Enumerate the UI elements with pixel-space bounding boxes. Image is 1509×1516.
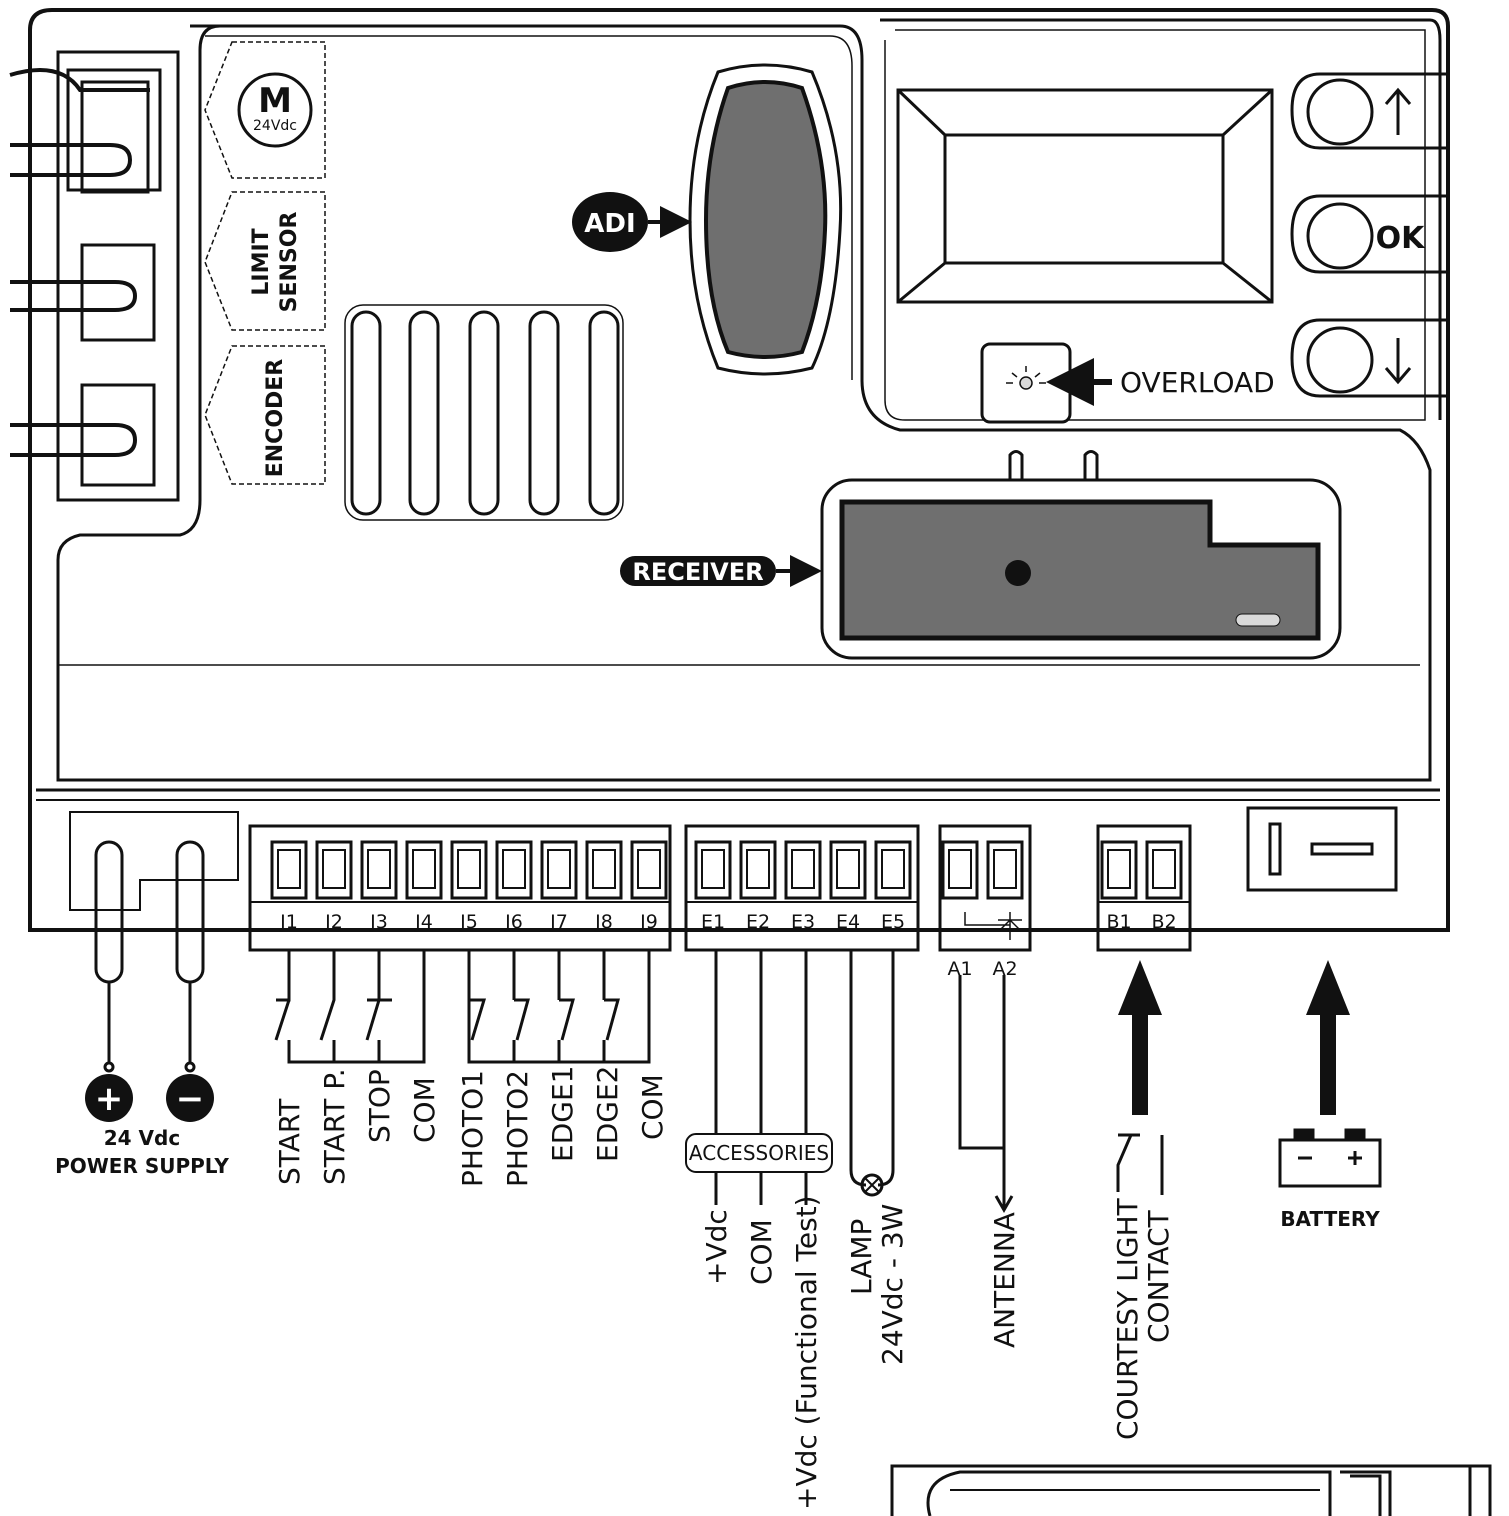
terminal-e3: E3: [784, 840, 822, 933]
terminal-block-j: J1 J2 J3 J4 J5 J6 J7 J8 J9: [248, 824, 672, 952]
motor-label: M: [258, 81, 292, 121]
terminal-j8: J8: [585, 840, 623, 933]
encoder-label: ENCODER: [263, 359, 288, 478]
label-lamp-spec: 24Vdc - 3W: [876, 1204, 909, 1365]
adi-label: ADI: [584, 209, 635, 239]
motor-module: M 24Vdc: [204, 41, 326, 179]
terminal-label: E3: [791, 911, 815, 933]
motor-voltage: 24Vdc: [253, 118, 297, 134]
label-com-3: COM: [745, 1219, 778, 1285]
terminal-j6: J6: [495, 840, 533, 933]
terminal-j7: J7: [540, 840, 578, 933]
label-vdc: +Vdc: [700, 1209, 733, 1285]
terminal-label: E1: [701, 911, 725, 933]
terminal-e5: E5: [874, 840, 912, 933]
terminal-label: J4: [414, 911, 433, 933]
accessories-label: ACCESSORIES: [689, 1141, 829, 1165]
terminal-j1: J1: [270, 840, 308, 933]
lcd-display: [896, 88, 1274, 304]
board-housing: [28, 8, 1450, 932]
arrow-up-icon: [1384, 87, 1412, 135]
overload-led: OVERLOAD: [980, 342, 1275, 424]
terminal-j3: J3: [360, 840, 398, 933]
terminal-j4: J4: [405, 840, 443, 933]
terminal-a2: A2: [986, 840, 1024, 980]
terminal-a1: A1: [941, 840, 979, 980]
button-up[interactable]: [1290, 72, 1448, 150]
terminal-j2: J2: [315, 840, 353, 933]
secondary-board-partial: [890, 1464, 1492, 1516]
terminal-label: J1: [279, 911, 298, 933]
terminal-label: E2: [746, 911, 770, 933]
terminal-block-a: A1 A2: [938, 824, 1032, 980]
terminal-label: J3: [369, 911, 388, 933]
label-edge1: EDGE1: [546, 1066, 579, 1162]
wiring: [274, 950, 1382, 1214]
battery-arrow-icon: [1306, 960, 1350, 1115]
power-supply-label: POWER SUPPLY: [55, 1154, 229, 1178]
terminal-label: E4: [836, 911, 860, 933]
label-lamp: LAMP: [845, 1219, 878, 1295]
terminal-label: J9: [639, 911, 658, 933]
receiver-module: RECEIVER: [620, 450, 1342, 660]
battery-connector: [1246, 806, 1398, 892]
power-connector: [69, 811, 239, 1073]
accessories-box: ACCESSORIES: [685, 1133, 833, 1173]
label-contact: CONTACT: [1142, 1209, 1175, 1343]
button-ok[interactable]: OK: [1290, 194, 1448, 274]
wire-labels: START START P. STOP COM PHOTO1 PHOTO2 ED…: [273, 1066, 1380, 1510]
terminal-j9: J9: [630, 840, 668, 933]
antenna-symbol-icon: [964, 912, 1022, 940]
power-plus-terminal: +: [85, 1074, 133, 1122]
terminal-block-b: B1 B2: [1096, 824, 1192, 952]
terminal-label: B1: [1106, 911, 1131, 933]
terminal-label: J7: [549, 911, 568, 933]
terminal-label: A1: [947, 958, 972, 980]
terminal-label: J8: [594, 911, 613, 933]
label-antenna: ANTENNA: [988, 1212, 1021, 1348]
terminal-label: B2: [1151, 911, 1176, 933]
minus-icon: −: [176, 1079, 205, 1119]
terminal-label: E5: [881, 911, 905, 933]
label-courtesy-light: COURTESY LIGHT: [1111, 1197, 1144, 1440]
terminal-label: A2: [992, 958, 1017, 980]
adi-connector: ADI: [572, 63, 843, 376]
terminal-b2: B2: [1145, 840, 1183, 933]
label-com-1: COM: [408, 1077, 441, 1143]
button-down[interactable]: [1290, 318, 1448, 398]
terminal-e4: E4: [829, 840, 867, 933]
terminal-e1: E1: [694, 840, 732, 933]
limit-label: LIMIT: [249, 228, 274, 295]
label-com-2: COM: [636, 1074, 669, 1140]
label-start: START: [273, 1098, 306, 1185]
plus-icon: +: [95, 1079, 124, 1119]
label-vdc-test: +Vdc (Functional Test): [790, 1195, 823, 1510]
terminal-j5: J5: [450, 840, 488, 933]
terminal-e2: E2: [739, 840, 777, 933]
vent-slots: [344, 304, 624, 521]
power-minus-terminal: −: [166, 1074, 214, 1122]
terminal-label: J6: [504, 911, 523, 933]
overload-label: OVERLOAD: [1120, 366, 1275, 399]
arrow-down-icon: [1384, 338, 1412, 385]
label-edge2: EDGE2: [591, 1066, 624, 1162]
terminal-block-e: E1 E2 E3 E4 E5: [684, 824, 920, 952]
courtesy-arrow-icon: [1118, 960, 1162, 1115]
label-photo1: PHOTO1: [456, 1070, 489, 1187]
ok-label: OK: [1376, 221, 1427, 256]
encoder-module: ENCODER: [204, 345, 326, 485]
power-voltage: 24 Vdc: [104, 1126, 180, 1150]
label-battery: BATTERY: [1280, 1207, 1380, 1231]
receiver-label: RECEIVER: [632, 558, 763, 586]
limit-sensor-module: LIMIT SENSOR: [204, 191, 326, 331]
label-stop: STOP: [363, 1069, 396, 1143]
terminal-label: J5: [459, 911, 478, 933]
sensor-label: SENSOR: [277, 212, 302, 313]
terminal-b1: B1: [1100, 840, 1138, 933]
label-start-p: START P.: [318, 1068, 351, 1185]
label-photo2: PHOTO2: [501, 1070, 534, 1187]
left-connector-block: [9, 50, 180, 502]
terminal-label: J2: [324, 911, 343, 933]
